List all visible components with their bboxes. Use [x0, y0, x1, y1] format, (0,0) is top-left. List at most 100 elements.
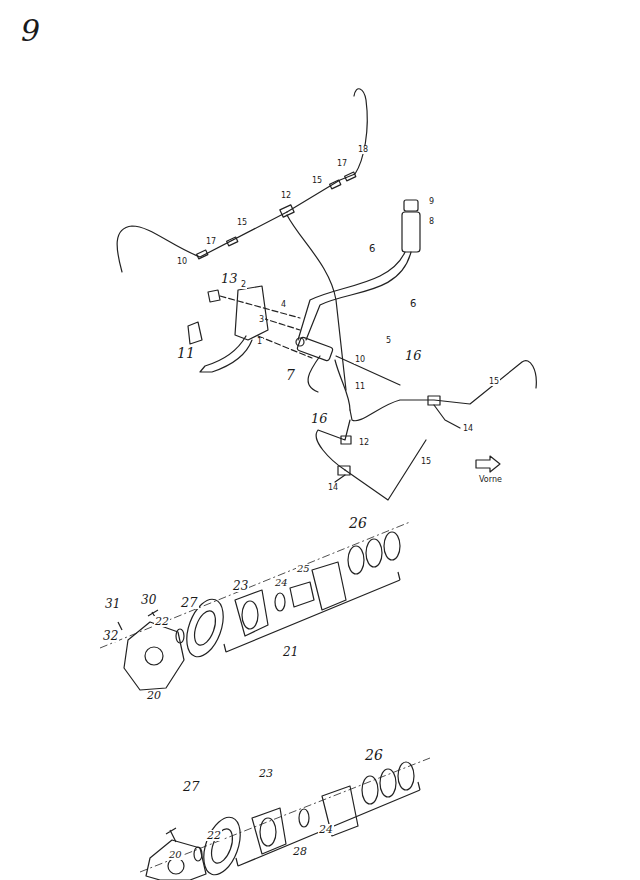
handwritten-callout: 26: [364, 748, 384, 762]
callout-number: 14: [327, 484, 339, 492]
drawing-stroke: [260, 818, 276, 846]
drawing-stroke: [235, 286, 268, 340]
handwritten-callout: 9: [20, 16, 41, 46]
handwritten-callout: 22: [206, 830, 222, 841]
drawing-stroke: [398, 762, 414, 790]
handwritten-callout: 28: [292, 846, 308, 857]
drawing-stroke: [366, 539, 382, 567]
drawing-stroke: [275, 593, 285, 611]
callout-number: 14: [462, 425, 474, 433]
handwritten-callout: 30: [140, 594, 157, 606]
callout-number: 3: [258, 316, 265, 324]
drawing-stroke: [297, 337, 334, 362]
drawing-stroke: [197, 250, 208, 259]
drawing-stroke: [188, 322, 202, 344]
handwritten-callout: 24: [318, 824, 334, 835]
handwritten-callout: 31: [104, 598, 121, 610]
drawing-stroke: [208, 290, 220, 302]
handwritten-callout: 27: [180, 596, 199, 609]
callout-number: 15: [420, 458, 432, 466]
drawing-stroke: [235, 590, 268, 636]
drawing-stroke: [252, 808, 286, 854]
drawing-stroke: [190, 608, 219, 648]
handwritten-callout: 22: [154, 616, 170, 627]
drawing-stroke: [194, 847, 202, 861]
callout-number: 17: [336, 160, 348, 168]
drawing-stroke: [434, 405, 460, 428]
drawing-stroke: [306, 252, 411, 340]
drawing-stroke: [404, 200, 418, 211]
handwritten-callout: 20: [168, 850, 183, 860]
drawing-stroke: [341, 436, 351, 444]
handwritten-callout: 26: [348, 516, 368, 530]
drawing-stroke: [290, 582, 314, 607]
drawing-stroke: [330, 180, 341, 189]
callout-number: 10: [176, 258, 188, 266]
callout-number: 17: [205, 238, 217, 246]
drawing-stroke: [124, 622, 184, 690]
drawing-stroke: [168, 858, 184, 874]
drawing-stroke: [200, 336, 252, 372]
drawing-stroke: [316, 420, 350, 470]
handwritten-callout: 11: [176, 346, 196, 360]
drawing-stroke: [220, 296, 312, 358]
drawing-stroke: [335, 475, 345, 482]
drawing-stroke: [296, 338, 304, 346]
drawing-stroke: [166, 828, 176, 842]
drawing-stroke: [227, 237, 238, 246]
handwritten-callout: 13: [220, 272, 239, 285]
handwritten-callout: 24: [274, 578, 289, 588]
drawing-stroke: [308, 356, 350, 410]
drawing-stroke: [350, 361, 536, 421]
drawing-stroke: [402, 212, 420, 252]
handwritten-callout: 23: [258, 768, 274, 779]
hub-assembly: [140, 758, 430, 880]
handwritten-callout: 7: [285, 368, 296, 382]
drawing-stroke: [298, 252, 405, 340]
brake-lines: [117, 89, 536, 500]
drawing-stroke: [118, 622, 122, 630]
handwritten-callout: 27: [182, 780, 201, 793]
callout-number: 9: [428, 198, 435, 206]
callout-number: 12: [358, 439, 370, 447]
drawing-stroke: [345, 440, 426, 500]
drawing-stroke: [428, 396, 440, 405]
drawing-stroke: [242, 601, 258, 629]
callout-number: 6: [368, 244, 376, 254]
drawing-stroke: [287, 89, 367, 212]
drawing-stroke: [476, 456, 500, 472]
callout-number: 12: [280, 192, 292, 200]
drawing-stroke: [224, 572, 400, 652]
handwritten-callout: 16: [310, 412, 329, 425]
drawing-stroke: [338, 466, 350, 475]
callout-number: 5: [385, 337, 392, 345]
drawing-stroke: [345, 172, 356, 181]
drawing-stroke: [197, 812, 248, 879]
callout-number: 11: [354, 383, 366, 391]
callout-number: 10: [354, 356, 366, 364]
drawing-stroke: [180, 594, 231, 661]
handwritten-callout: 32: [102, 630, 119, 642]
drawing-stroke: [362, 776, 378, 804]
handwritten-callout: 25: [296, 564, 311, 574]
drawing-stroke: [384, 532, 400, 560]
callout-number: 18: [357, 146, 369, 154]
drawing-stroke: [140, 758, 430, 872]
callout-number: 15: [236, 219, 248, 227]
drawing-stroke: [336, 356, 400, 385]
drawing-stroke: [312, 562, 346, 610]
callout-number: Vorne: [478, 476, 503, 484]
handwritten-callout: 20: [146, 690, 162, 701]
drawing-stroke: [348, 546, 364, 574]
callout-number: 15: [488, 378, 500, 386]
callout-number: 1: [256, 338, 263, 346]
hub-assembly: [100, 522, 410, 690]
drawing-stroke: [380, 769, 396, 797]
callout-number: 4: [280, 301, 287, 309]
drawing-stroke: [176, 629, 184, 643]
callout-number: 2: [240, 281, 247, 289]
drawing-stroke: [287, 215, 346, 390]
drawing-stroke: [146, 840, 206, 880]
